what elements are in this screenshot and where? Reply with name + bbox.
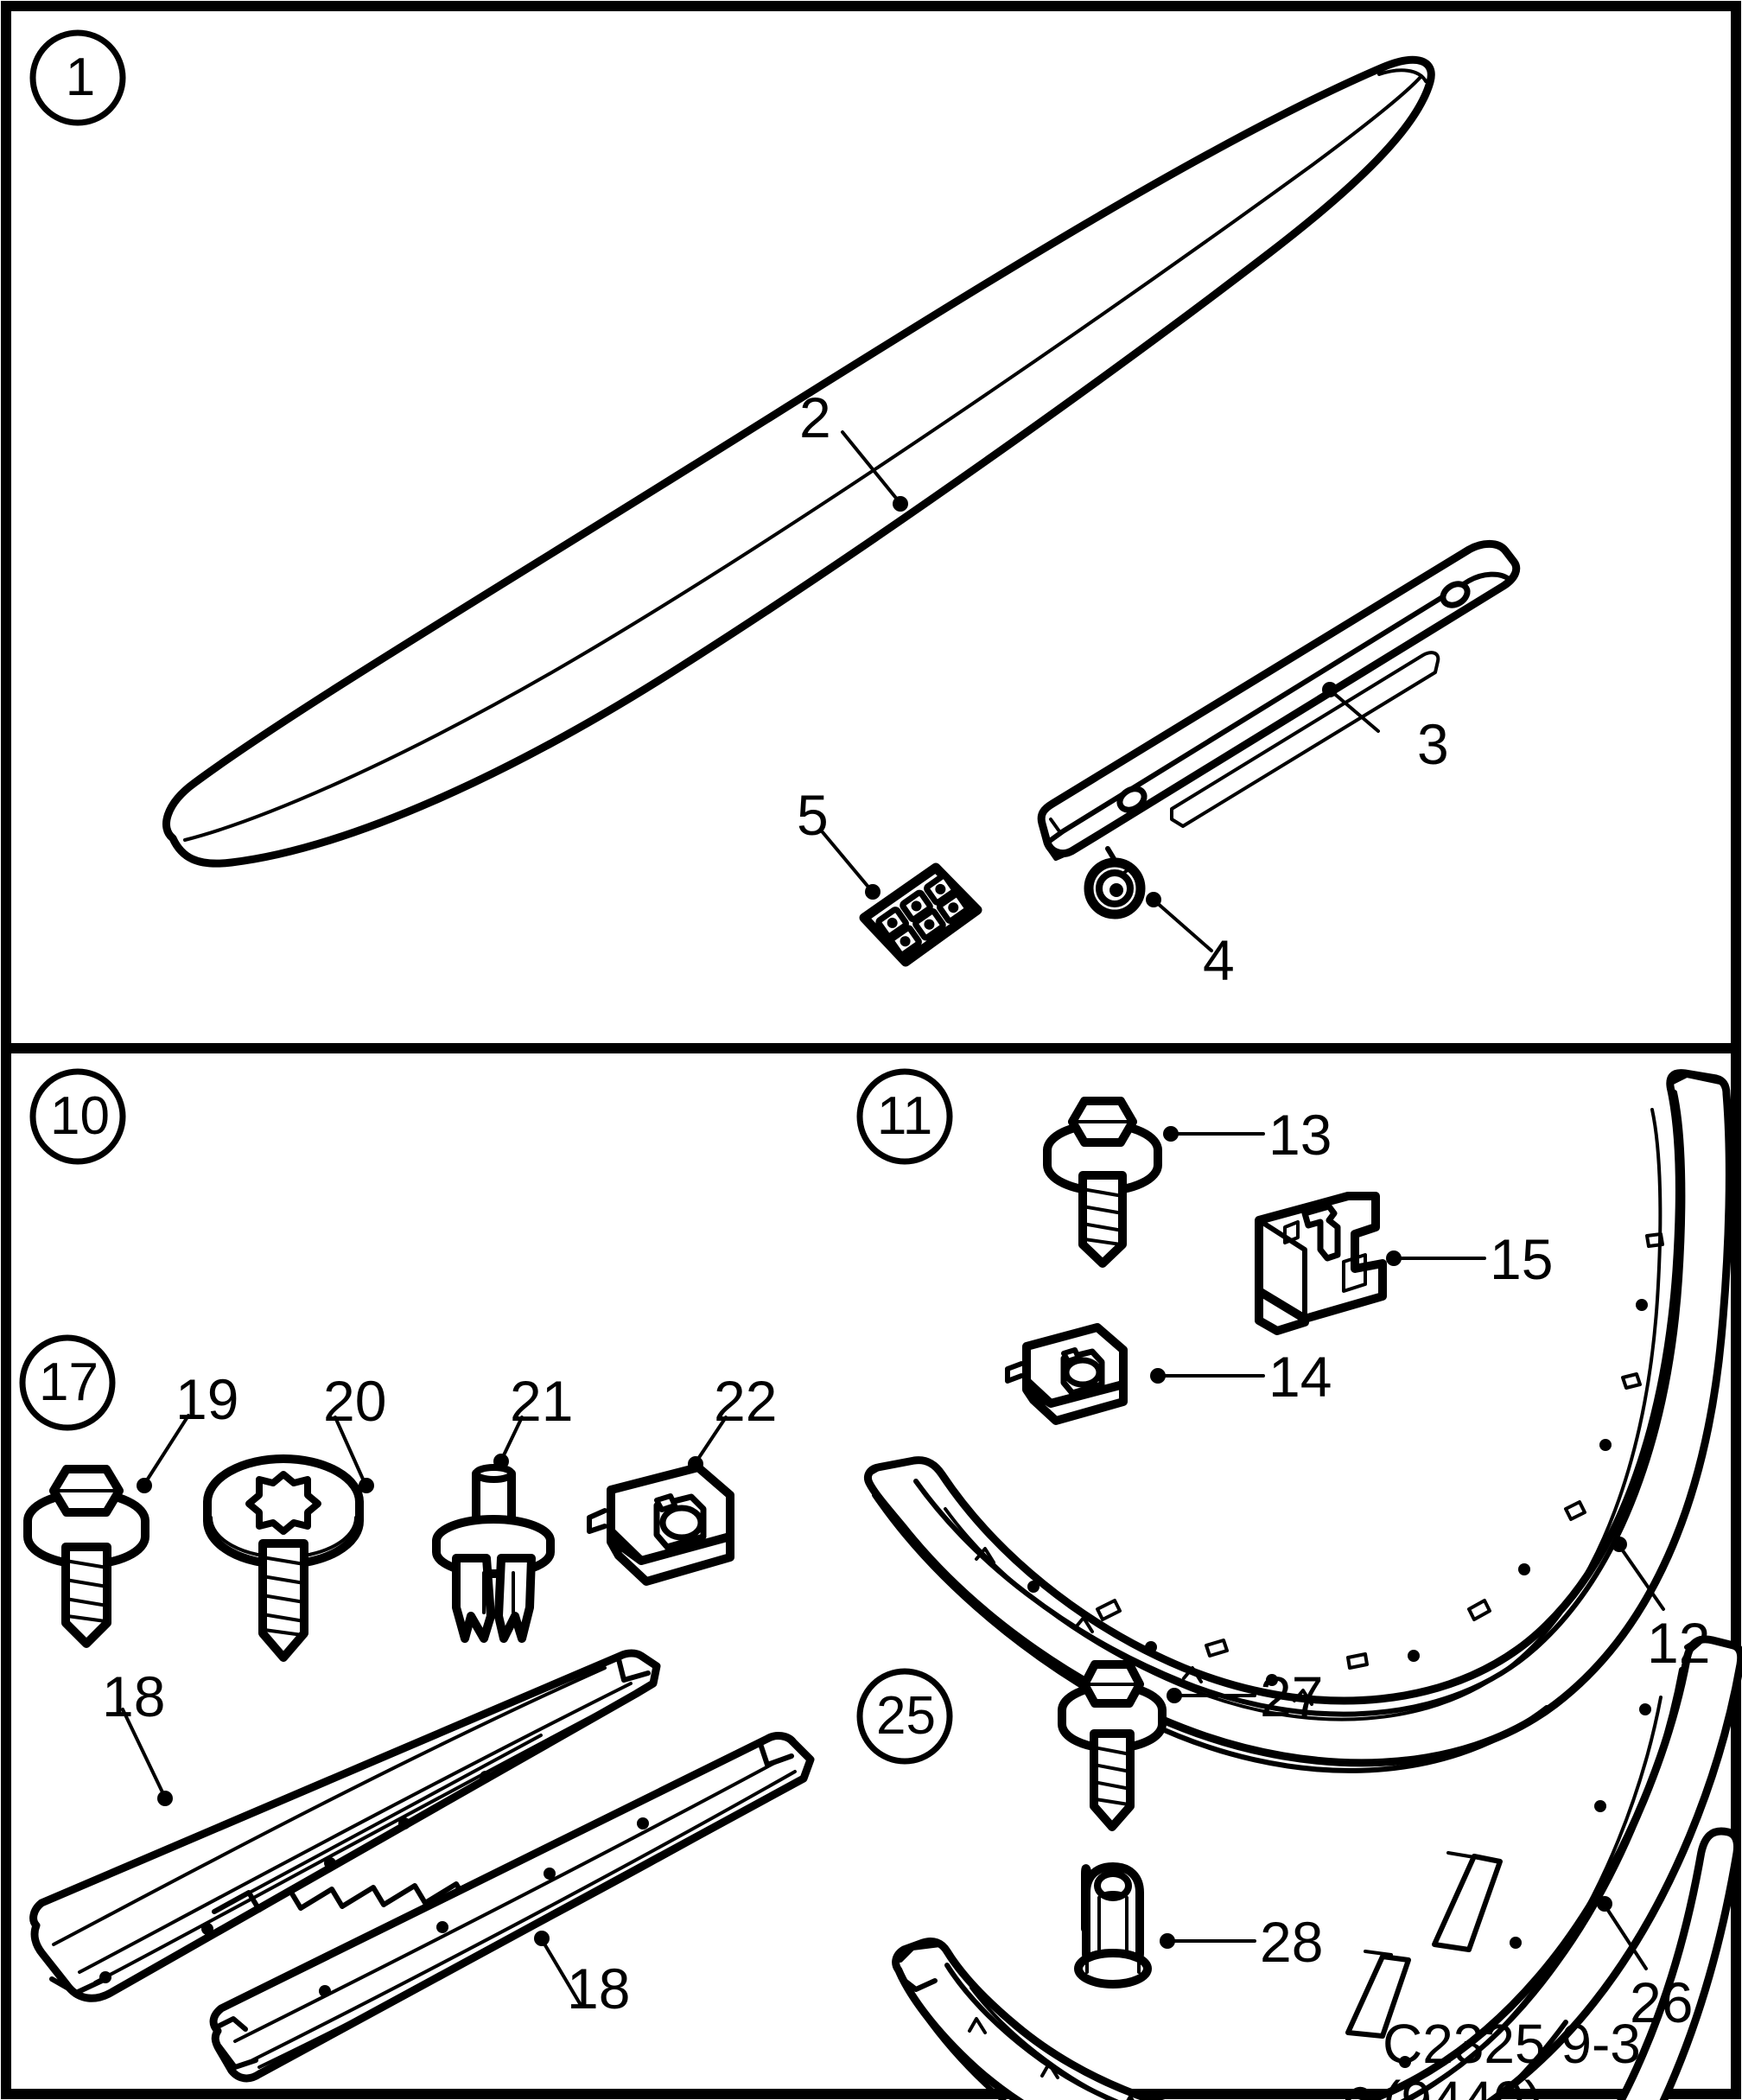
panel-callout-17	[19, 1334, 116, 1431]
part-2-rear-spoiler-blade	[162, 55, 1435, 868]
torx-star-icon	[245, 1471, 321, 1535]
part-28-expansion-nut	[1074, 1862, 1152, 1989]
part-20-torx-pan-head-screw	[203, 1454, 364, 1662]
leader-part-18-lower	[534, 1931, 582, 2007]
panel-callout-1	[29, 29, 126, 126]
part-label-20: 20	[323, 1369, 387, 1433]
part-19-hex-flange-bolt	[23, 1465, 149, 1648]
part-15-spring-retainer-clip	[1255, 1192, 1387, 1335]
part-label-27: 27	[1260, 1664, 1324, 1728]
part-label-18-lower: 18	[567, 1957, 631, 2020]
leader-part-19	[137, 1414, 190, 1493]
part-label-3: 3	[1417, 712, 1449, 776]
leader-part-27	[1167, 1688, 1256, 1703]
part-label-12: 12	[1647, 1611, 1711, 1675]
part-13-hex-flange-bolt	[1043, 1097, 1162, 1268]
panel-callout-10	[29, 1068, 126, 1165]
leader-part-4	[1146, 892, 1213, 952]
part-label-22: 22	[714, 1369, 778, 1433]
leader-part-26	[1597, 1896, 1648, 1970]
part-12-front-bumper-spoiler	[863, 1069, 1733, 1773]
leader-part-14	[1150, 1368, 1265, 1384]
part-label-26: 26	[1630, 1970, 1694, 2034]
part-22-u-nut-clip	[587, 1463, 734, 1586]
part-label-4: 4	[1203, 928, 1235, 992]
leader-part-18-upper	[121, 1708, 173, 1806]
panel-callout-11-label: 11	[876, 1086, 933, 1146]
footer-code: C2325 9-3 (9440)	[1383, 2013, 1641, 2100]
leader-part-13	[1163, 1126, 1265, 1142]
leader-part-3	[1322, 682, 1380, 733]
part-label-13: 13	[1268, 1103, 1332, 1167]
part-18-sill-molding-upper	[29, 1649, 661, 2002]
part-27-hex-flange-screw	[1058, 1660, 1167, 1831]
part-5-gasket-pad	[859, 862, 982, 967]
leader-part-12	[1612, 1537, 1665, 1611]
panel-callout-11	[856, 1068, 953, 1165]
part-18-sill-molding-lower	[209, 1732, 815, 2083]
panel-callout-25-label: 25	[876, 1686, 936, 1746]
part-26-rear-bumper-spoiler	[892, 1635, 1742, 2100]
part-label-14: 14	[1268, 1345, 1332, 1409]
leader-part-21	[493, 1416, 524, 1469]
leader-part-2	[841, 430, 908, 512]
part-label-15: 15	[1490, 1227, 1554, 1291]
part-14-u-nut-clip-small	[1005, 1323, 1128, 1425]
part-label-18-upper: 18	[102, 1664, 166, 1728]
panel-callout-10-label: 10	[50, 1086, 110, 1146]
leader-part-20	[334, 1416, 374, 1493]
part-label-21: 21	[510, 1369, 574, 1433]
part-3-spoiler-mounting-bracket	[1037, 539, 1521, 882]
part-label-28: 28	[1260, 1910, 1324, 1974]
panel-callout-17-label: 17	[39, 1352, 99, 1412]
leader-part-22	[688, 1416, 728, 1472]
part-label-19: 19	[175, 1367, 239, 1431]
part-4-grommet-washer	[1084, 857, 1146, 920]
leader-part-15	[1386, 1250, 1486, 1266]
leader-part-28	[1160, 1933, 1256, 1949]
part-label-5: 5	[797, 783, 829, 847]
panel-callout-25	[856, 1668, 953, 1765]
panel-callout-1-label: 1	[65, 48, 96, 107]
leader-part-5	[821, 830, 881, 900]
part-label-2: 2	[799, 385, 831, 449]
part-21-push-pin-rivet	[432, 1464, 555, 1643]
